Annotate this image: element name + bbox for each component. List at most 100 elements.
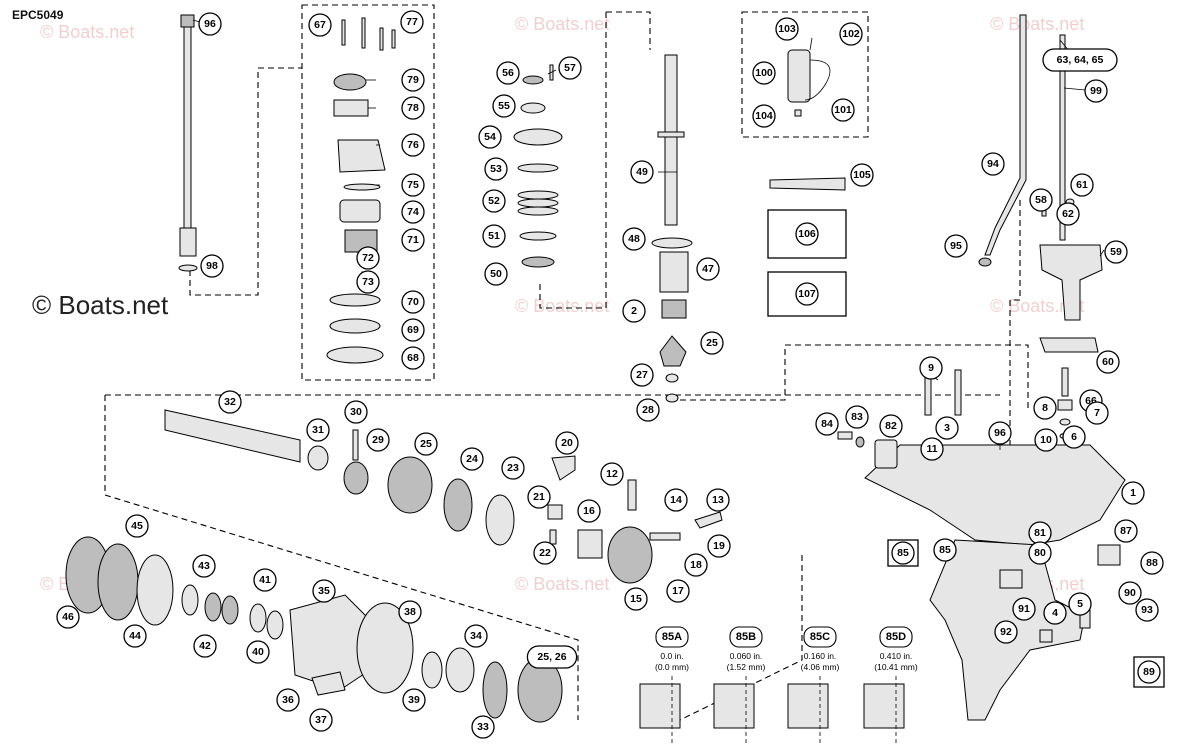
callout: 58 [1029,188,1053,212]
callout-label: 52 [488,195,500,207]
callout-label: 98 [206,260,218,272]
callout-label: 79 [407,74,419,86]
callout-label: 4 [1052,607,1058,619]
spec-millimeters: (10.41 mm) [874,662,918,672]
propshaft-parts [164,409,723,584]
callout-circle [1135,598,1159,622]
pinion-shaft [664,54,678,226]
callout-circle [401,290,425,314]
callout-circle [401,173,425,197]
callout-label: 7 [1094,407,1100,419]
callout: 60 [1096,350,1120,374]
callout-circle [831,98,855,122]
callout-label: 103 [778,23,796,35]
callout: 69 [401,318,425,342]
spec-panel-label: 85C [810,631,830,643]
callout-circle [401,96,425,120]
callout-label: 93 [1141,604,1153,616]
callout-circle [398,600,422,624]
callout-circle [308,13,332,37]
callout-label: 84 [821,418,833,430]
callout-label: 96 [994,427,1006,439]
spec-panel-label: 85D [886,631,906,643]
callout-circle [484,262,508,286]
group-outlines [104,4,1029,721]
boxed-callout-circle [795,282,819,306]
callout: 7 [1085,401,1109,425]
callout: 10 [1034,428,1058,452]
callout-label: 32 [224,396,236,408]
callout-circle [1012,597,1036,621]
speedometer-group-outline [741,11,869,138]
callout-label: 49 [636,166,648,178]
callout-circle [684,553,708,577]
callout-label: 81 [1034,527,1046,539]
callout-label: 57 [564,62,576,74]
callout-label: 63, 64, 65 [1057,54,1104,66]
callout: 90 [1118,581,1142,605]
callout: 35 [312,579,336,603]
pinion-shaft-parts [513,54,693,403]
callout: 6 [1062,425,1086,449]
callout-circle [994,620,1018,644]
callout-label: 15 [630,593,642,605]
callout-label: 28 [642,404,654,416]
callout-label: 14 [670,494,682,506]
faint-watermark: © Boats.net [515,296,609,316]
bearing-carrier-parts [65,536,563,723]
callout: 78 [401,96,425,120]
spec-panel-label: 85A [662,631,682,643]
callout-circle [492,94,516,118]
callout-circle [460,447,484,471]
callout-circle [622,227,646,251]
callout-label: 54 [484,131,496,143]
callout: 46 [56,605,80,629]
callout-circle [402,688,426,712]
water-pump-parts [326,17,396,364]
callout: 2 [622,299,646,323]
callout-circle [193,634,217,658]
callout: 23 [501,456,525,480]
callout: 102 [839,22,863,46]
spec-millimeters: (1.52 mm) [727,662,766,672]
callout-label: 94 [987,158,999,170]
callout: 22 [533,541,557,565]
callout-label: 99 [1090,85,1102,97]
callout: 72 [356,246,380,270]
callout: 96 [198,12,222,36]
spec-panel-label: 85B [736,631,756,643]
callout-label: 72 [362,252,374,264]
callout-label: 102 [842,28,860,40]
callout-circle [218,390,242,414]
boxed-callout-label: 107 [798,288,816,300]
callout-circle [666,579,690,603]
spec-millimeters: (0.0 mm) [655,662,689,672]
callout-circle [555,431,579,455]
callout: 74 [401,200,425,224]
callout-label: 83 [851,411,863,423]
callout: 34 [464,624,488,648]
callout-label: 95 [950,240,962,252]
boxed-callout-circle [795,222,819,246]
callout: 82 [879,414,903,438]
spec-panel-illustration [863,683,905,729]
callout-label: 45 [131,520,143,532]
callout-label: 1 [1130,487,1136,499]
callout: 73 [356,270,380,294]
callout-circle [1033,396,1057,420]
callout: 1 [1121,481,1145,505]
spec-panel-label-frame [803,626,837,648]
driveshaft-spline [180,14,195,28]
faint-watermark: © Boats.net [990,14,1084,34]
callout: 63, 64, 65 [1042,48,1118,72]
callout-circle [482,224,506,248]
callout-label: 5 [1077,598,1083,610]
callout-label: 62 [1062,208,1074,220]
callout: 9 [919,356,943,380]
callout: 96 [988,421,1012,445]
boxed-callout-label: 106 [798,228,816,240]
callout-circle [306,418,330,442]
callout-label: 88 [1146,557,1158,569]
callout-circle [1118,581,1142,605]
